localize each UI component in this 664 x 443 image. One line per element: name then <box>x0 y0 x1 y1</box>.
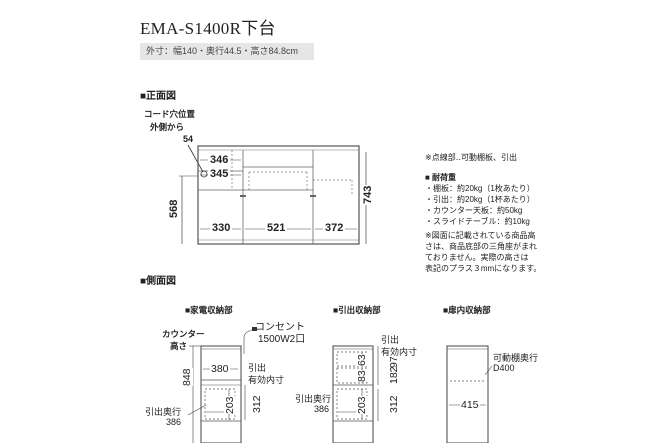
dim-521: 521 <box>265 222 288 234</box>
drawer-label: 引出 <box>248 363 267 373</box>
dim-415: 415 <box>460 399 480 411</box>
dim-372: 372 <box>323 222 346 234</box>
drawer-storage-title: ■引出収納部 <box>333 305 381 315</box>
page-title: EMA-S1400R下台 <box>140 19 276 38</box>
dim-330: 330 <box>210 222 233 234</box>
cord-hole-dim: 54 <box>183 134 194 144</box>
drawer-depth-value: 386 <box>314 404 330 414</box>
dim-63: 63 <box>356 354 368 366</box>
dim-312: 312 <box>251 395 263 413</box>
dotted-line-note: ※点線部‥可動棚板、引出 <box>425 153 518 162</box>
disclaimer-line: 表記のプラス３mmになります。 <box>425 264 542 273</box>
drawer-depth-label: 引出奥行 <box>145 407 182 417</box>
drawer-label: 引出 <box>381 335 400 345</box>
cord-leader-line <box>187 144 204 173</box>
drawer-inner-label: 有効内寸 <box>381 347 418 357</box>
appliance-side-outline <box>200 345 242 443</box>
counter-height-label: 高さ <box>170 341 188 351</box>
front-view-label: ■正面図 <box>140 91 177 102</box>
dim-312: 312 <box>388 395 400 413</box>
cord-hole-outer-label: 外側から <box>150 122 185 132</box>
disclaimer-line: ※図面に記載されている商品高 <box>425 231 536 240</box>
dim-83: 83 <box>356 370 368 382</box>
dim-182: 182 <box>388 366 400 384</box>
load-item: ・カウンター天板：約50kg <box>425 206 523 215</box>
outlet-spec-label: 1500W2口 <box>258 334 306 345</box>
dim-345: 345 <box>208 168 231 180</box>
outlet-label: コンセント <box>255 322 305 333</box>
dim-203: 203 <box>356 396 368 414</box>
cabinet-storage-title: ■扉内収納部 <box>443 305 491 315</box>
disclaimer-line: さは、商品底部の三角座がまれ <box>425 242 537 251</box>
dim-848: 848 <box>181 368 193 386</box>
side-view-label: ■側面図 <box>140 276 177 287</box>
shelf-depth-label: 可動棚奥行 <box>493 353 539 363</box>
counter-label: カウンター <box>162 329 205 339</box>
drawer-inner-label: 有効内寸 <box>248 375 285 385</box>
dim-203: 203 <box>224 396 236 414</box>
dim-346: 346 <box>208 154 231 166</box>
shelf-depth-value: D400 <box>493 363 515 373</box>
drawer-depth-value: 386 <box>166 417 182 427</box>
cabinet-side-outline <box>446 345 489 443</box>
cord-hole-marker <box>200 170 208 178</box>
dimensions-bar: 外寸：幅140・奥行44.5・高さ84.8cm <box>140 43 314 60</box>
load-title: ■ 耐荷重 <box>425 173 457 182</box>
disclaimer-line: ておりません。実際の高さは <box>425 253 529 262</box>
load-item: ・スライドテーブル：約10kg <box>425 217 530 226</box>
load-item: ・引出：約20kg（1杯あたり） <box>425 195 535 204</box>
appliance-title: ■家電収納部 <box>185 305 233 315</box>
front-cabinet-outline <box>197 145 360 245</box>
cord-hole-label: コード穴位置 <box>144 109 196 119</box>
load-item: ・棚板：約20kg（1枚あたり） <box>425 184 535 193</box>
dim-380: 380 <box>210 363 230 375</box>
drawer-depth-label: 引出奥行 <box>295 394 332 404</box>
